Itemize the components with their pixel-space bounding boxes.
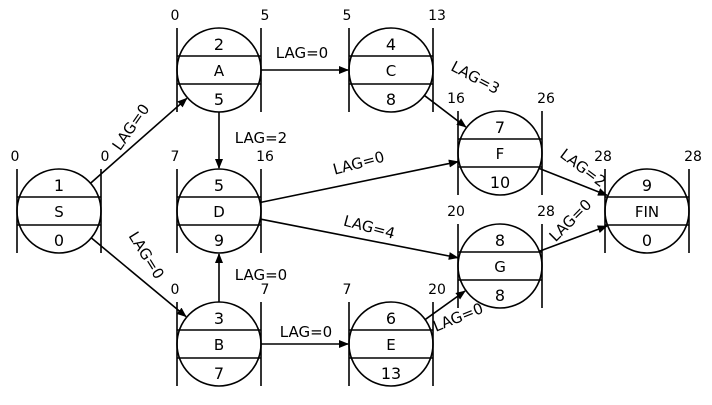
edge-arrow bbox=[260, 218, 459, 260]
node-number: 1 bbox=[54, 176, 64, 195]
edge-n1-n3: LAG=0 bbox=[90, 228, 187, 318]
node-name: F bbox=[496, 145, 505, 163]
early-start: 7 bbox=[343, 282, 352, 298]
early-finish: 26 bbox=[537, 91, 555, 107]
activity-node-b: 3B 7 0 7 bbox=[171, 282, 270, 387]
early-start: 0 bbox=[11, 149, 20, 165]
lag-label: LAG=0 bbox=[280, 323, 332, 341]
early-finish: 0 bbox=[101, 149, 110, 165]
node-duration: 8 bbox=[495, 286, 505, 305]
edge-arrow bbox=[89, 97, 188, 184]
lag-label: LAG=0 bbox=[108, 100, 153, 153]
early-start: 16 bbox=[447, 91, 465, 107]
node-name: G bbox=[494, 258, 506, 276]
edge-n3-n5: LAG=0 bbox=[215, 253, 287, 302]
activity-node-d: 5D 9 7 16 bbox=[171, 149, 274, 254]
early-start: 0 bbox=[171, 282, 180, 298]
edge-arrow bbox=[539, 225, 608, 253]
early-finish: 7 bbox=[261, 282, 270, 298]
edge-n2-n4: LAG=0 bbox=[261, 44, 349, 74]
node-number: 9 bbox=[642, 176, 652, 195]
lag-label: LAG=0 bbox=[235, 266, 287, 284]
activity-node-e: 6E 13 7 20 bbox=[343, 282, 446, 387]
node-number: 7 bbox=[495, 118, 505, 137]
node-name: FIN bbox=[635, 203, 659, 221]
early-finish: 28 bbox=[684, 149, 702, 165]
early-finish: 13 bbox=[428, 8, 446, 24]
early-finish: 20 bbox=[428, 282, 446, 298]
node-duration: 5 bbox=[214, 90, 224, 109]
node-number: 2 bbox=[214, 35, 224, 54]
node-duration: 7 bbox=[214, 364, 224, 383]
node-duration: 8 bbox=[386, 90, 396, 109]
node-duration: 0 bbox=[54, 231, 64, 250]
early-start: 28 bbox=[594, 149, 612, 165]
node-duration: 13 bbox=[381, 364, 401, 383]
node-duration: 10 bbox=[490, 173, 510, 192]
early-finish: 16 bbox=[256, 149, 274, 165]
early-finish: 5 bbox=[261, 8, 270, 24]
activity-node-c: 4C 8 5 13 bbox=[343, 8, 446, 113]
node-name: B bbox=[214, 336, 224, 354]
node-number: 4 bbox=[386, 35, 396, 54]
edge-arrow bbox=[423, 94, 467, 128]
node-duration: 0 bbox=[642, 231, 652, 250]
edge-arrow bbox=[538, 167, 608, 196]
lag-label: LAG=0 bbox=[125, 228, 168, 282]
edge-n5-n7: LAG=0 bbox=[259, 148, 459, 204]
edge-n3-n6: LAG=0 bbox=[261, 323, 349, 348]
node-name: A bbox=[214, 62, 225, 80]
node-name: S bbox=[54, 203, 64, 221]
edge-arrow bbox=[90, 237, 187, 318]
node-name: E bbox=[386, 336, 395, 354]
edge-arrow bbox=[259, 159, 459, 204]
edge-n2-n5: LAG=2 bbox=[215, 112, 287, 169]
early-start: 0 bbox=[171, 8, 180, 24]
early-start: 20 bbox=[447, 204, 465, 220]
node-duration: 9 bbox=[214, 231, 224, 250]
lag-label: LAG=0 bbox=[276, 44, 328, 62]
activity-node-s: 1S 0 0 0 bbox=[11, 149, 110, 254]
edge-n5-n8: LAG=4 bbox=[260, 212, 459, 260]
activity-node-a: 2A 5 0 5 bbox=[171, 8, 270, 113]
early-start: 7 bbox=[171, 149, 180, 165]
node-number: 8 bbox=[495, 231, 505, 250]
early-start: 5 bbox=[343, 8, 352, 24]
node-name: D bbox=[213, 203, 225, 221]
node-number: 6 bbox=[386, 309, 396, 328]
node-name: C bbox=[386, 62, 396, 80]
edge-n1-n2: LAG=0 bbox=[89, 97, 188, 184]
activity-node-f: 7F 10 16 26 bbox=[447, 91, 555, 196]
lag-label: LAG=0 bbox=[331, 148, 386, 179]
node-number: 3 bbox=[214, 309, 224, 328]
early-finish: 28 bbox=[537, 204, 555, 220]
node-number: 5 bbox=[214, 176, 224, 195]
lag-label: LAG=4 bbox=[342, 212, 397, 243]
lag-label: LAG=2 bbox=[235, 129, 287, 147]
